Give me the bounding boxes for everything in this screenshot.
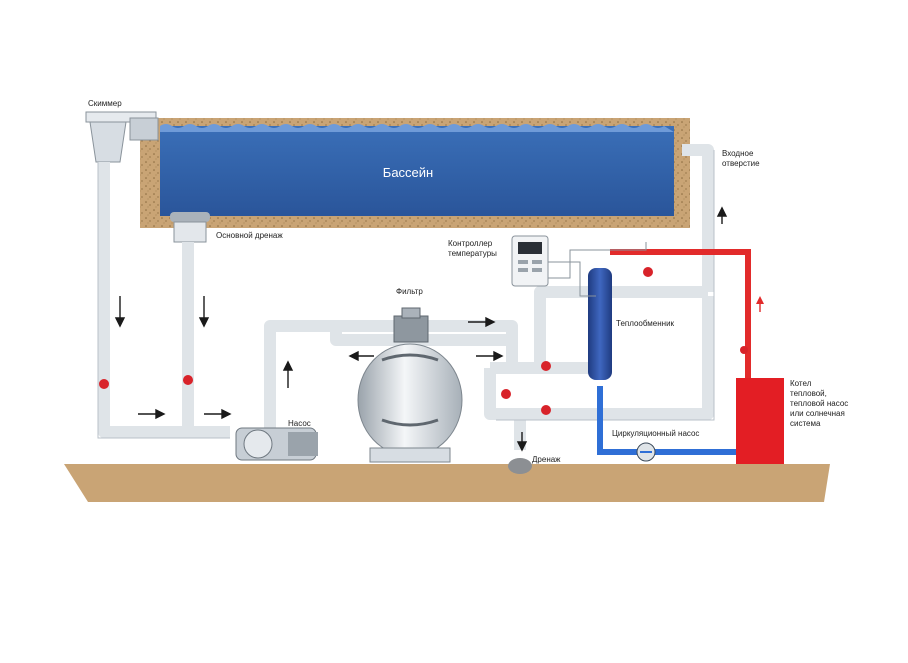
- pool-label: Бассейн: [383, 165, 433, 180]
- hot-flow-arrow-icon: [756, 296, 764, 312]
- boiler: Котел тепловой, тепловой насос или солне…: [736, 378, 848, 464]
- boiler-label-3: тепловой насос: [790, 399, 848, 408]
- heat-exchanger-label: Теплообменник: [616, 319, 675, 328]
- pump: Насос: [235, 419, 318, 461]
- ground: [64, 464, 830, 502]
- skimmer: Скиммер: [85, 99, 159, 163]
- main-drain: Основной дренаж: [170, 212, 283, 243]
- boiler-label-4: или солнечная: [790, 409, 845, 418]
- temperature-controller: Контроллер температуры: [448, 235, 647, 297]
- drain-hole: [508, 458, 532, 474]
- inlet-label-2: отверстие: [722, 159, 760, 168]
- pump-label: Насос: [288, 419, 311, 428]
- circulation-pump-label: Циркуляционный насос: [612, 429, 699, 438]
- filter: Фильтр: [357, 287, 463, 463]
- pool: Бассейн: [140, 118, 690, 228]
- pipes: [98, 144, 714, 450]
- inlet-label-1: Входное: [722, 149, 754, 158]
- hot-pipe: [610, 249, 751, 380]
- boiler-label-2: тепловой,: [790, 389, 827, 398]
- flow-arrow-icon: [114, 206, 728, 452]
- pipe-edges: [97, 150, 715, 439]
- controller-label-1: Контроллер: [448, 239, 493, 248]
- drain-label: Дренаж: [532, 455, 561, 464]
- boiler-label-1: Котел: [790, 379, 812, 388]
- boiler-label-5: система: [790, 419, 821, 428]
- heat-exchanger: Теплообменник: [588, 268, 675, 380]
- controller-label-2: температуры: [448, 249, 497, 258]
- circulation-pump: Циркуляционный насос: [612, 429, 699, 462]
- skimmer-label: Скиммер: [88, 99, 122, 108]
- filter-label: Фильтр: [396, 287, 423, 296]
- cold-pipe: [597, 386, 740, 455]
- main-drain-label: Основной дренаж: [216, 231, 283, 240]
- valve-icon: [99, 267, 748, 415]
